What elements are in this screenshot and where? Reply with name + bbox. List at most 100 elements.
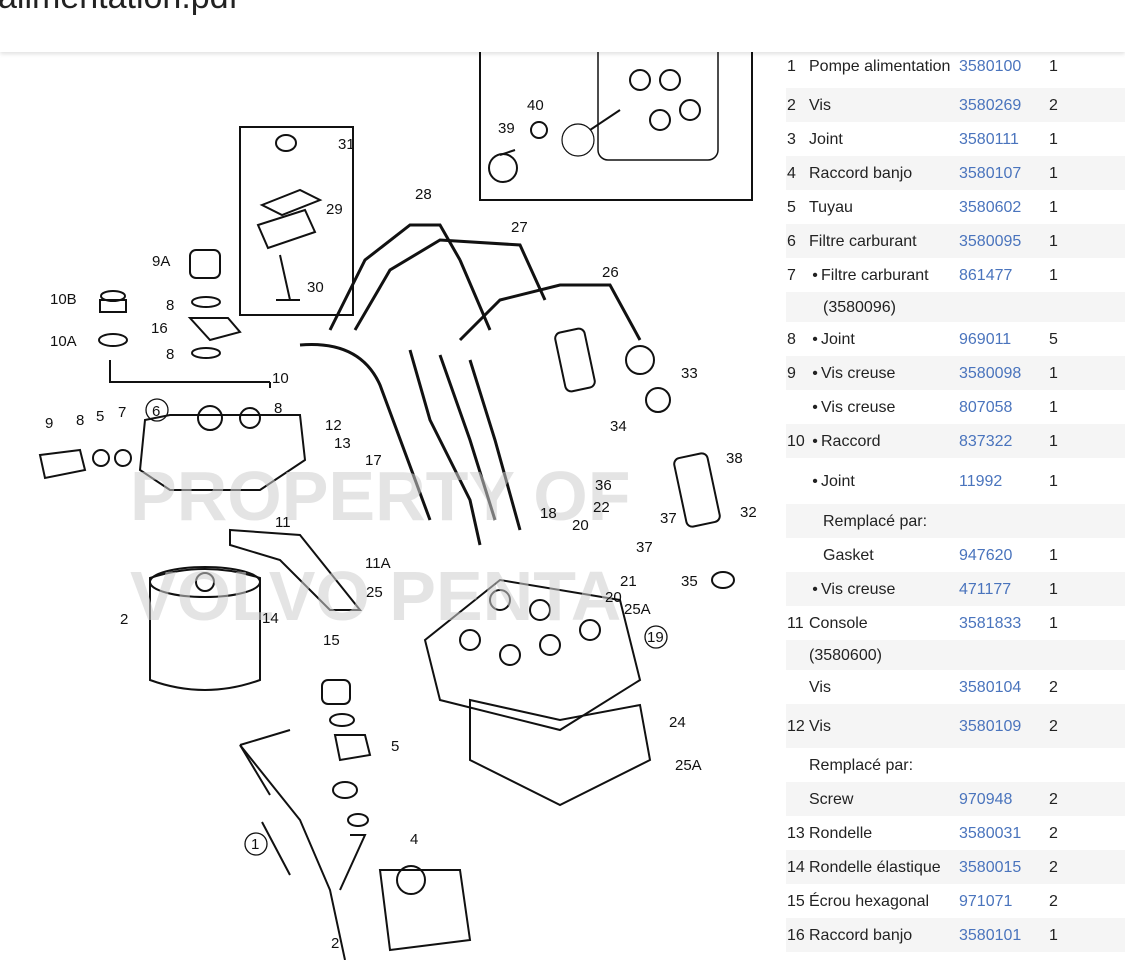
callout-33: 33 <box>681 365 698 382</box>
parts-row-quantity: 1 <box>1049 398 1058 416</box>
parts-row-quantity: 1 <box>1049 926 1058 944</box>
part-number-link[interactable]: 3580098 <box>959 364 1022 382</box>
callout-11a: 11A <box>365 555 391 572</box>
part-number-link[interactable]: 3580100 <box>959 57 1022 75</box>
part-number-link[interactable]: 3580031 <box>959 824 1022 842</box>
bullet-icon: • <box>812 580 818 598</box>
callout-25a: 25A <box>675 757 702 774</box>
parts-row-description: Joint <box>809 122 959 156</box>
callout-30: 30 <box>307 279 324 296</box>
parts-row-description-text: Vis creuse <box>821 364 896 382</box>
parts-row-description-text: Joint <box>821 472 855 490</box>
callout-8e: 7 <box>118 404 126 421</box>
part-number-link[interactable]: 471177 <box>959 580 1012 598</box>
part-number-link[interactable]: 947620 <box>959 546 1013 564</box>
parts-row-number: 3 <box>787 130 796 148</box>
parts-row-description: Vis <box>809 704 959 748</box>
parts-row-quantity <box>1049 640 1125 670</box>
parts-row-quantity: 2 <box>1049 858 1058 876</box>
part-number-link[interactable]: 3580095 <box>959 232 1022 250</box>
bullet-icon: • <box>812 266 818 284</box>
part-number-link[interactable]: 11992 <box>959 472 1003 490</box>
part-number-link[interactable]: 969011 <box>959 330 1012 348</box>
callout-7: 2 <box>120 611 128 628</box>
parts-row-number: 12 <box>787 717 805 735</box>
part-number-link[interactable]: 3580269 <box>959 96 1022 114</box>
parts-row-quantity: 1 <box>1049 130 1058 148</box>
parts-row-description-text: Raccord banjo <box>809 164 913 182</box>
callout-8b: 8 <box>166 346 174 363</box>
callout-31: 31 <box>338 136 355 153</box>
parts-row: Remplacé par: <box>786 748 1125 782</box>
part-number-link[interactable]: 861477 <box>959 266 1013 284</box>
callout-2: 2 <box>331 935 339 952</box>
part-number-link[interactable]: 3580107 <box>959 164 1022 182</box>
part-number-link[interactable]: 807058 <box>959 398 1013 416</box>
parts-row-quantity: 2 <box>1049 892 1058 910</box>
part-number-link[interactable]: 3580015 <box>959 858 1022 876</box>
callout-37b: 37 <box>636 539 653 556</box>
part-number-link[interactable]: 3580602 <box>959 198 1022 216</box>
callout-28: 28 <box>415 186 432 203</box>
parts-row-description-text: Vis <box>809 678 831 696</box>
callout-22: 22 <box>593 499 610 516</box>
callout-17: 17 <box>365 452 382 469</box>
parts-row-description-text: Rondelle élastique <box>809 858 941 876</box>
callout-24: 25 <box>366 584 383 601</box>
parts-row-number: 6 <box>787 232 796 250</box>
part-number-link[interactable]: 3581833 <box>959 614 1022 632</box>
part-number-link[interactable]: 3580061 <box>959 952 1049 960</box>
part-number-link <box>959 640 1049 670</box>
exploded-parts-diagram: PROPERTY OF VOLVO PENTA 39 40 31 29 30 2… <box>38 52 757 960</box>
part-number-link[interactable]: 3580101 <box>959 926 1022 944</box>
parts-row-description: Rondelle élastique <box>809 850 959 884</box>
parts-row-description-text: Raccord <box>821 432 881 450</box>
parts-row-quantity: 2 <box>1049 678 1058 696</box>
part-number-link[interactable]: 3580104 <box>959 678 1022 696</box>
callout-10a: 10A <box>50 333 77 350</box>
part-number-link[interactable]: 971071 <box>959 892 1013 910</box>
parts-row-description: •Raccord <box>809 424 959 458</box>
parts-row: (3580096) <box>786 292 1125 322</box>
part-number-link[interactable]: 837322 <box>959 432 1013 450</box>
callout-19: 19 <box>647 629 664 646</box>
parts-row-description-text: (3580096) <box>823 298 896 316</box>
parts-row-description: (3580600) <box>809 640 959 670</box>
bullet-icon: • <box>812 432 818 450</box>
parts-row-number: 7 <box>787 266 796 284</box>
parts-row-quantity: 1 <box>1049 432 1058 450</box>
parts-row-number: 4 <box>787 164 796 182</box>
parts-row-number: 14 <box>787 858 805 876</box>
inset-frame <box>479 52 753 201</box>
part-number-link <box>959 748 1049 782</box>
parts-row-description: Tuyau <box>809 190 959 224</box>
part-number-link[interactable]: 970948 <box>959 790 1013 808</box>
parts-row-number: 5 <box>787 198 796 216</box>
parts-row-description-text: Raccord banjo <box>809 926 913 944</box>
parts-row-description: Vis <box>809 88 959 122</box>
parts-row-description: Remplacé par: <box>809 504 959 538</box>
parts-row-description-text: Filtre carburant <box>821 266 929 284</box>
parts-row-description: •Vis creuse <box>809 356 959 390</box>
part-number-link[interactable]: 3580109 <box>959 717 1022 735</box>
parts-row-description-text: Vis <box>809 96 831 114</box>
callout-38: 38 <box>726 450 743 467</box>
parts-row-description-text: Pompe alimentation <box>809 57 951 75</box>
parts-row-number <box>786 538 809 572</box>
callout-29: 29 <box>326 201 343 218</box>
part-number-link[interactable]: 3580111 <box>959 130 1019 148</box>
parts-row-description: Remplacé par: <box>809 748 959 782</box>
parts-row-number: 15 <box>787 892 805 910</box>
document-title: alimentation.pdf <box>0 0 238 17</box>
bullet-icon: • <box>812 364 818 382</box>
